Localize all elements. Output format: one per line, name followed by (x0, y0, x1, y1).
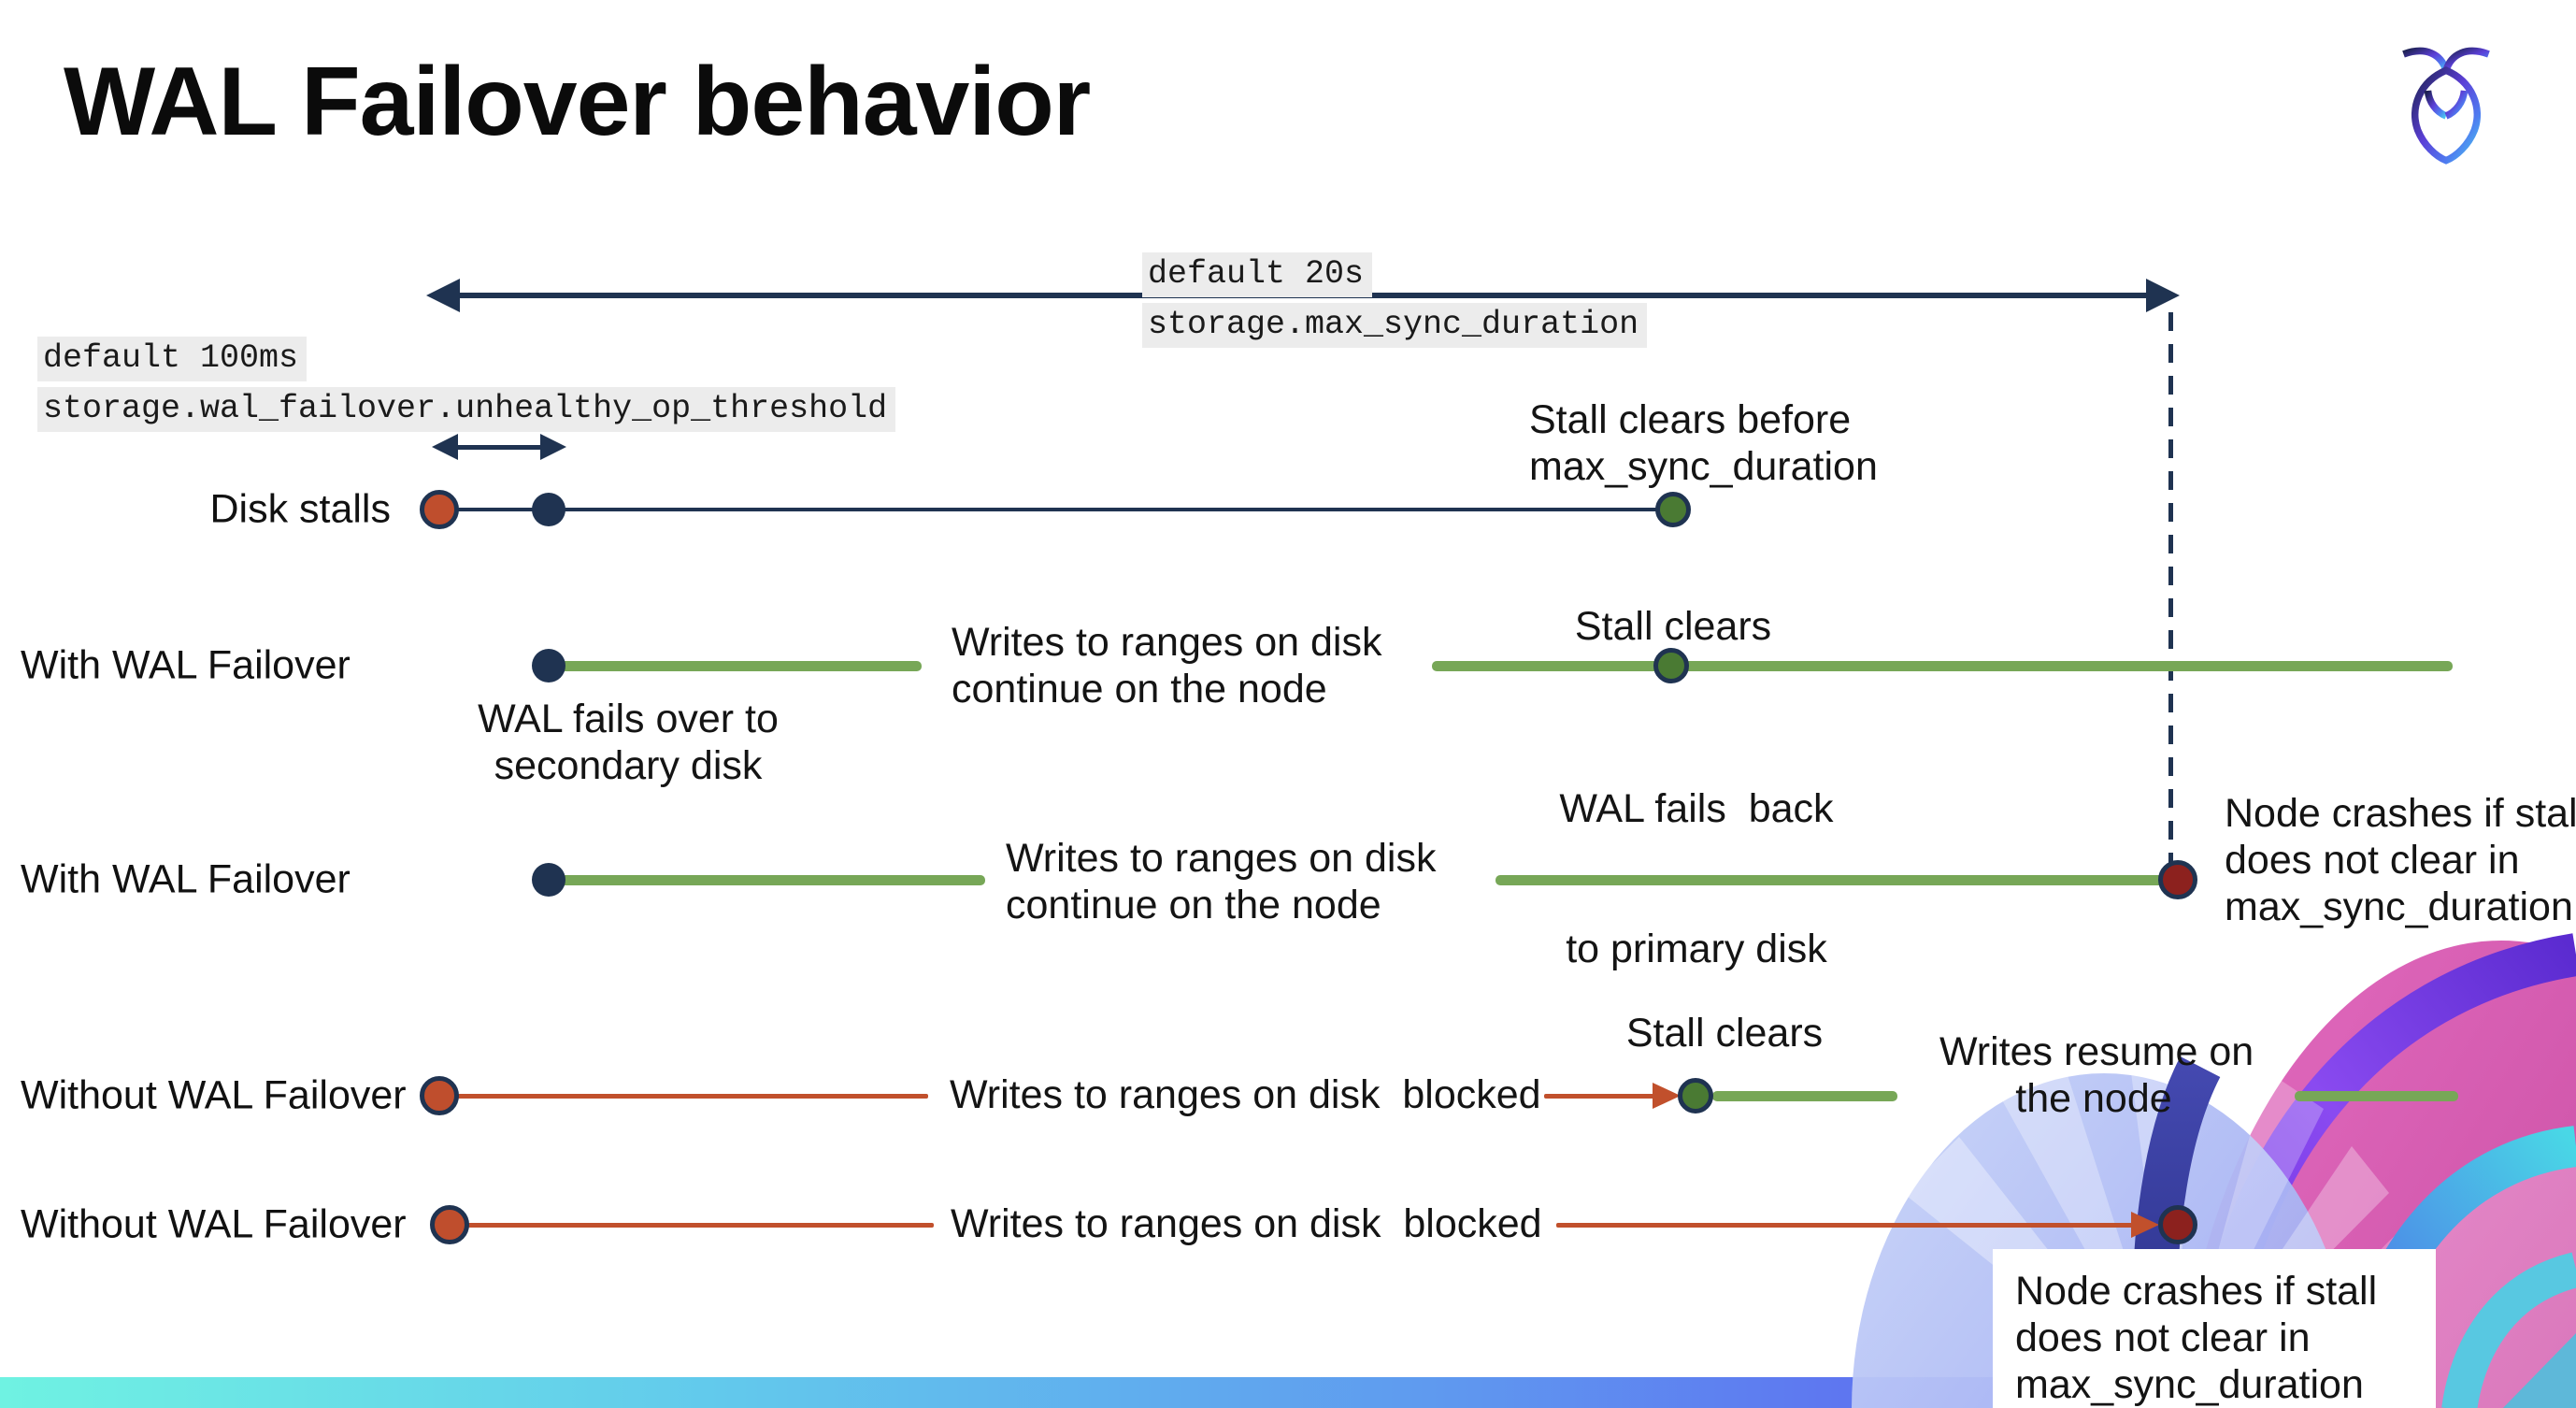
row3-failover-dot (532, 863, 565, 897)
row2-writes-note: Writes to ranges on disk continue on the… (952, 620, 1382, 711)
writes-resume-note: Writes resume on the node (1939, 1029, 2254, 1121)
row5-red-arrowhead (2131, 1212, 2159, 1238)
row2-green-line-right (1432, 661, 2453, 671)
row2-failover-dot (532, 649, 565, 682)
failover-threshold-dot (532, 493, 565, 526)
wal-fails-back-note: WAL fails back to primary disk (1559, 786, 1834, 971)
disk-stall-start-dot (420, 490, 459, 529)
row4-stall-clears-dot (1678, 1078, 1713, 1113)
threshold-arrow-line (454, 445, 544, 450)
row2-stall-clears-dot (1653, 648, 1689, 683)
row5-node-crashes-callout: Node crashes if stall does not clear in … (1993, 1249, 2436, 1408)
disk-stalls-timeline (439, 508, 1673, 511)
row4-stall-dot (420, 1076, 459, 1115)
row4-red-line-arrow (1544, 1094, 1656, 1099)
row5-red-line-left (450, 1223, 934, 1228)
threshold-arrowhead-left (432, 434, 458, 460)
row4-red-arrowhead (1653, 1083, 1681, 1109)
row3-crash-dot (2158, 860, 2197, 899)
threshold-arrowhead-right (540, 434, 566, 460)
unhealthy-op-threshold-label: default 100ms storage.wal_failover.unhea… (37, 337, 896, 432)
max-sync-arrowhead-right (2146, 279, 2180, 312)
row4-stall-clears-note: Stall clears (1625, 1011, 1824, 1056)
row-label-with-wal-failover-2: With WAL Failover (21, 856, 351, 902)
row-label-without-wal-failover-2: Without WAL Failover (21, 1201, 407, 1247)
row3-green-line-left (549, 875, 985, 885)
max-sync-dashed-line (2168, 312, 2173, 864)
artwork-cyan-arc-2 (2441, 1252, 2576, 1408)
max-sync-arrowhead-left (426, 279, 460, 312)
row5-stall-dot (430, 1205, 469, 1244)
max-sync-default-value: default 20s (1142, 252, 1373, 297)
row5-crash-dot (2158, 1205, 2197, 1244)
row4-green-line-right (2295, 1091, 2458, 1101)
page-title: WAL Failover behavior (64, 48, 1091, 156)
row-label-with-wal-failover-1: With WAL Failover (21, 642, 351, 688)
row2-green-line-left (549, 661, 922, 671)
row-label-without-wal-failover-1: Without WAL Failover (21, 1072, 407, 1118)
row3-node-crashes-note: Node crashes if stall does not clear in … (2225, 791, 2576, 929)
row5-red-line-arrow (1556, 1223, 2135, 1228)
row3-writes-note: Writes to ranges on disk continue on the… (1006, 836, 1437, 927)
row4-red-line-left (439, 1094, 928, 1099)
row-label-disk-stalls: Disk stalls (209, 486, 391, 532)
row4-writes-blocked-note: Writes to ranges on disk blocked (950, 1072, 1541, 1117)
wal-fails-over-note: WAL fails over to secondary disk (478, 697, 779, 788)
max-sync-setting-name: storage.max_sync_duration (1142, 303, 1648, 348)
stall-clears-dot-row1 (1655, 492, 1691, 527)
row4-green-line-left (1712, 1091, 1897, 1101)
unhealthy-op-default-value: default 100ms (37, 337, 308, 381)
cockroach-logo-icon (2402, 47, 2490, 165)
row3-green-line-right (1496, 875, 2170, 885)
unhealthy-op-setting-name: storage.wal_failover.unhealthy_op_thresh… (37, 387, 896, 432)
row2-stall-clears-note: Stall clears (1574, 604, 1772, 649)
max-sync-duration-label: default 20s storage.max_sync_duration (1142, 252, 1648, 348)
row5-writes-blocked-note: Writes to ranges on disk blocked (951, 1201, 1542, 1246)
stall-clears-before-note: Stall clears before max_sync_duration (1529, 397, 1878, 489)
